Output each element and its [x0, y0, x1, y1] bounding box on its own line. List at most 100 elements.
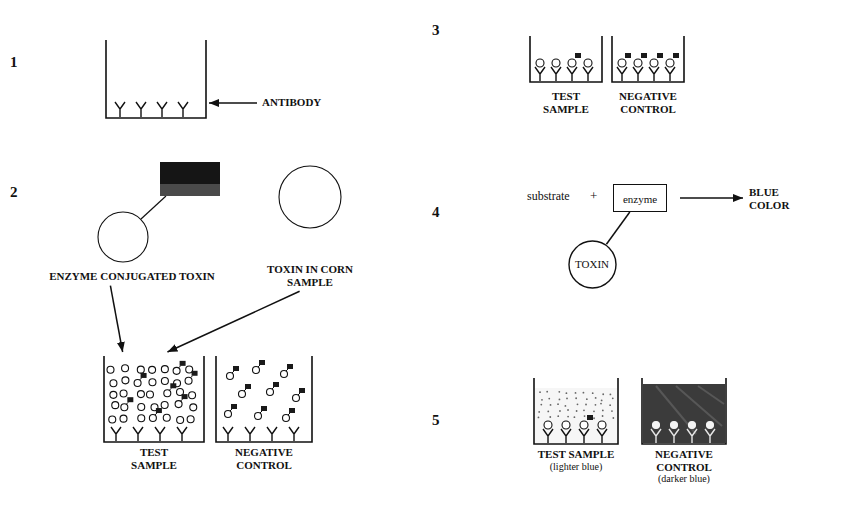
node-label: enzyme	[623, 193, 657, 206]
toxin-particle	[177, 416, 184, 423]
toxin-particle	[149, 379, 156, 386]
node-note: (lighter blue)	[529, 461, 623, 473]
toxin-particle	[109, 416, 116, 423]
shape-drawing	[212, 352, 316, 446]
enzyme-tag	[273, 382, 279, 387]
color-dot	[557, 403, 559, 405]
toxin-particle	[283, 415, 290, 422]
step-number: 3	[432, 22, 440, 39]
color-dot	[593, 417, 595, 419]
toxin-particle	[653, 422, 660, 429]
conjugated-toxin: ENZYME CONJUGATED TOXIN	[42, 160, 222, 283]
antibody	[649, 67, 659, 81]
color-dot	[593, 410, 595, 412]
toxin-particle	[110, 380, 117, 387]
antibody	[579, 429, 589, 443]
link	[126, 402, 128, 404]
liquid	[535, 388, 617, 443]
link	[169, 388, 171, 390]
link	[155, 413, 157, 415]
toxin-particle	[552, 59, 560, 67]
antibody	[617, 67, 627, 81]
enzyme-tag	[259, 360, 265, 365]
toxin-particle	[173, 367, 180, 374]
enzyme-tag	[641, 53, 647, 58]
color-dot	[540, 404, 542, 406]
antibody	[177, 427, 187, 441]
enzyme-tag	[170, 383, 176, 388]
toxin-particle	[107, 366, 114, 373]
antibody	[115, 102, 125, 117]
toxin-particle	[281, 371, 288, 378]
toxin-particle	[689, 422, 696, 429]
toxin-particle	[122, 377, 129, 384]
color-dot	[546, 391, 548, 393]
toxin-particle	[239, 391, 246, 398]
toxin-particle	[161, 402, 168, 409]
enzyme-tag	[160, 184, 220, 196]
color-dot	[548, 398, 550, 400]
toxin-particle	[618, 59, 626, 67]
antibody	[223, 427, 233, 441]
color-dot	[538, 416, 540, 418]
toxin-particle	[98, 212, 148, 262]
enzyme-tag	[587, 415, 593, 420]
enzyme-tag	[231, 404, 237, 409]
antibody	[155, 427, 165, 441]
link	[191, 376, 193, 378]
toxin-particle	[707, 422, 714, 429]
antibody	[551, 67, 561, 81]
color-dot	[602, 393, 604, 395]
color-dot	[567, 416, 569, 418]
color-dot	[600, 403, 602, 405]
enzyme-tag	[156, 408, 162, 413]
antibody	[136, 102, 146, 117]
color-dot	[559, 399, 561, 401]
toxin-particle	[163, 414, 170, 421]
test-well: TEST SAMPLE(lighter blue)	[528, 374, 624, 472]
antibody	[157, 102, 167, 117]
liquid	[643, 384, 725, 443]
link	[286, 369, 288, 371]
toxin-particle	[267, 389, 274, 396]
antibody	[665, 67, 675, 81]
enzyme-tag	[287, 364, 293, 369]
antibody	[289, 427, 299, 441]
toxin-particle	[149, 366, 156, 373]
toxin-particle	[190, 404, 197, 411]
node-label: TEST SAMPLE	[118, 446, 190, 471]
link	[258, 365, 260, 367]
toxin-circle: TOXIN	[568, 240, 617, 289]
toxin-particle	[584, 59, 592, 67]
toxin-particle	[121, 404, 128, 411]
color-dot	[541, 399, 543, 401]
connector	[606, 212, 629, 244]
antibody	[111, 427, 121, 441]
antibody	[543, 429, 553, 443]
node-label: NEGATIVE CONTROL	[645, 448, 723, 473]
node-label: TEST SAMPLE	[530, 90, 602, 115]
node-label: ENZYME CONJUGATED TOXIN	[43, 270, 221, 283]
antibody	[178, 102, 188, 117]
enzyme-tag	[182, 394, 188, 399]
enzyme-tag	[180, 361, 186, 366]
well	[216, 356, 312, 442]
enzyme-tag	[233, 366, 239, 371]
step-number: 2	[10, 184, 18, 201]
toxin-particle	[137, 366, 144, 373]
reaction-arrow	[680, 197, 743, 199]
well	[530, 36, 602, 82]
link	[181, 399, 183, 401]
antibody	[687, 429, 697, 443]
link	[298, 393, 300, 395]
toxin-particle	[175, 401, 182, 408]
color-dot	[558, 391, 560, 393]
color-dot	[609, 404, 611, 406]
enzyme-tag	[657, 53, 663, 58]
antibody	[583, 67, 593, 81]
color-dot	[583, 409, 585, 411]
link	[272, 387, 274, 389]
toxin-particle	[580, 421, 588, 429]
color-dot	[592, 392, 594, 394]
enzyme-tag	[127, 397, 133, 402]
